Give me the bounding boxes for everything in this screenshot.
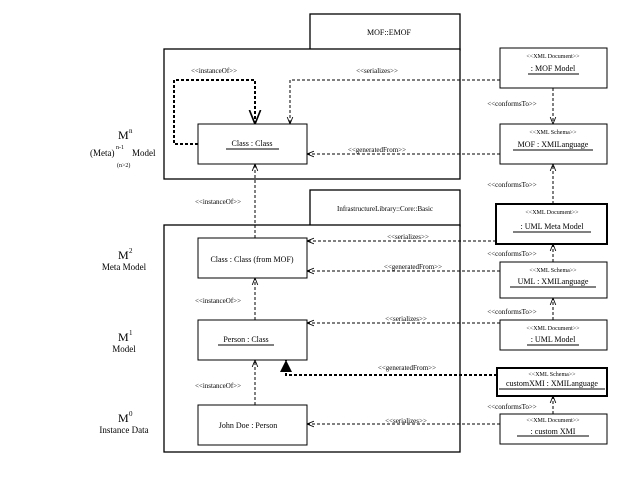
svg-text:: UML Meta Model: : UML Meta Model — [520, 222, 584, 231]
svg-text:Model: Model — [112, 344, 136, 354]
svg-text:: MOF Model: : MOF Model — [531, 64, 576, 73]
svg-text:(Meta): (Meta) — [90, 148, 115, 158]
svg-text:<<instanceOf>>: <<instanceOf>> — [195, 382, 241, 390]
svg-text:<<instanceOf>>: <<instanceOf>> — [195, 198, 241, 206]
doc-mof-model: <<XML Document>> : MOF Model — [499, 47, 608, 89]
svg-text:<<serializes>>: <<serializes>> — [387, 233, 429, 241]
relation-serializes-custom: <<serializes>> — [307, 417, 500, 425]
svg-text:<<conformsTo>>: <<conformsTo>> — [487, 403, 537, 411]
relation-conformsto-custom: <<conformsTo>> — [487, 396, 553, 414]
relation-generatedfrom-mof: <<generatedFrom>> — [307, 146, 500, 154]
relation-generatedfrom-custom: <<generatedFrom>> — [280, 360, 497, 376]
level-m0-label: M 0 Instance Data — [99, 410, 148, 435]
svg-text:: UML Model: : UML Model — [531, 335, 576, 344]
relation-instanceof-m1: <<instanceOf>> — [195, 278, 255, 320]
svg-text:<<XML Schema>>: <<XML Schema>> — [529, 268, 577, 274]
svg-text:: custom XMI: : custom XMI — [531, 427, 576, 436]
svg-text:<<XML Schema>>: <<XML Schema>> — [529, 130, 577, 136]
svg-text:M: M — [118, 411, 129, 425]
svg-text:<<conformsTo>>: <<conformsTo>> — [487, 308, 537, 316]
svg-text:<<XML Document>>: <<XML Document>> — [525, 210, 579, 216]
level-m1-label: M 1 Model — [112, 329, 136, 354]
doc-customxmi-xmilanguage: <<XML Schema>> customXMI : XMILanguage — [496, 367, 608, 397]
svg-text:<<serializes>>: <<serializes>> — [356, 67, 398, 75]
john-doe-box: John Doe : Person — [197, 404, 308, 446]
relation-instanceof-m2: <<instanceOf>> — [195, 164, 255, 238]
svg-text:n: n — [129, 127, 133, 135]
svg-text:Instance Data: Instance Data — [99, 425, 148, 435]
svg-text:Class : Class: Class : Class — [232, 139, 273, 148]
svg-text:M: M — [118, 128, 129, 142]
svg-text:0: 0 — [129, 410, 133, 418]
svg-text:<<instanceOf>>: <<instanceOf>> — [195, 297, 241, 305]
svg-text:2: 2 — [129, 247, 133, 255]
doc-custom-xmi: <<XML Document>> : custom XMI — [499, 413, 608, 445]
svg-text:<<generatedFrom>>: <<generatedFrom>> — [384, 263, 442, 271]
doc-mof-xmilanguage: <<XML Schema>> MOF : XMILanguage — [499, 123, 608, 165]
relation-conformsto-umlmodel: <<conformsTo>> — [487, 298, 553, 320]
svg-text:<<generatedFrom>>: <<generatedFrom>> — [348, 146, 406, 154]
class-class-box: Class : Class — [197, 123, 308, 165]
svg-text:John Doe : Person: John Doe : Person — [219, 421, 277, 430]
svg-text:<<serializes>>: <<serializes>> — [385, 315, 427, 323]
doc-uml-model: <<XML Document>> : UML Model — [499, 319, 608, 351]
relation-conformsto-umlxmi: <<conformsTo>> — [487, 244, 553, 262]
level-m2-label: M 2 Meta Model — [102, 247, 147, 272]
relation-instanceof-m0: <<instanceOf>> — [195, 360, 255, 405]
svg-text:1: 1 — [129, 329, 133, 337]
doc-uml-meta-model: <<XML Document>> : UML Meta Model — [495, 203, 608, 245]
svg-text:Meta Model: Meta Model — [102, 262, 147, 272]
svg-text:<<conformsTo>>: <<conformsTo>> — [487, 181, 537, 189]
svg-text:<<XML Document>>: <<XML Document>> — [526, 54, 580, 60]
level-m3-label: M n (Meta) n-1 Model (n>2) — [90, 127, 156, 169]
relation-instanceof-self: <<instanceOf>> — [173, 67, 255, 145]
svg-text:UML : XMILanguage: UML : XMILanguage — [518, 277, 589, 286]
svg-text:<<serializes>>: <<serializes>> — [385, 417, 427, 425]
svg-text:<<XML Schema>>: <<XML Schema>> — [528, 372, 576, 378]
svg-text:<<generatedFrom>>: <<generatedFrom>> — [378, 364, 436, 372]
svg-text:Person : Class: Person : Class — [223, 335, 268, 344]
svg-text:<<XML Document>>: <<XML Document>> — [526, 326, 580, 332]
person-class-box: Person : Class — [197, 319, 308, 361]
svg-text:MOF : XMILanguage: MOF : XMILanguage — [518, 140, 589, 149]
svg-text:<<XML Document>>: <<XML Document>> — [526, 418, 580, 424]
doc-uml-xmilanguage: <<XML Schema>> UML : XMILanguage — [499, 261, 608, 299]
relation-serializes-uml-meta: <<serializes>> — [307, 233, 496, 241]
relation-conformsto-umlmeta: <<conformsTo>> — [487, 164, 553, 204]
svg-text:(n>2): (n>2) — [117, 162, 130, 169]
relation-conformsto-mofmodel: <<conformsTo>> — [487, 88, 553, 124]
svg-text:Model: Model — [132, 148, 156, 158]
package-mof-emof-label: MOF::EMOF — [367, 28, 412, 37]
relation-generatedfrom-uml: <<generatedFrom>> — [307, 263, 500, 271]
svg-text:<<conformsTo>>: <<conformsTo>> — [487, 250, 537, 258]
package-infrastructure-label: InfrastructureLibrary::Core::Basic — [337, 205, 433, 213]
relation-serializes-mof: <<serializes>> — [290, 67, 500, 124]
svg-text:<<conformsTo>>: <<conformsTo>> — [487, 100, 537, 108]
svg-text:M: M — [118, 248, 129, 262]
class-from-mof-box: Class : Class (from MOF) — [197, 237, 308, 279]
svg-text:n-1: n-1 — [116, 145, 124, 151]
relation-serializes-uml-model: <<serializes>> — [307, 315, 500, 323]
svg-text:<<instanceOf>>: <<instanceOf>> — [191, 67, 237, 75]
svg-text:Class : Class (from MOF): Class : Class (from MOF) — [210, 255, 293, 264]
svg-text:customXMI : XMILanguage: customXMI : XMILanguage — [506, 379, 598, 388]
svg-text:M: M — [118, 330, 129, 344]
